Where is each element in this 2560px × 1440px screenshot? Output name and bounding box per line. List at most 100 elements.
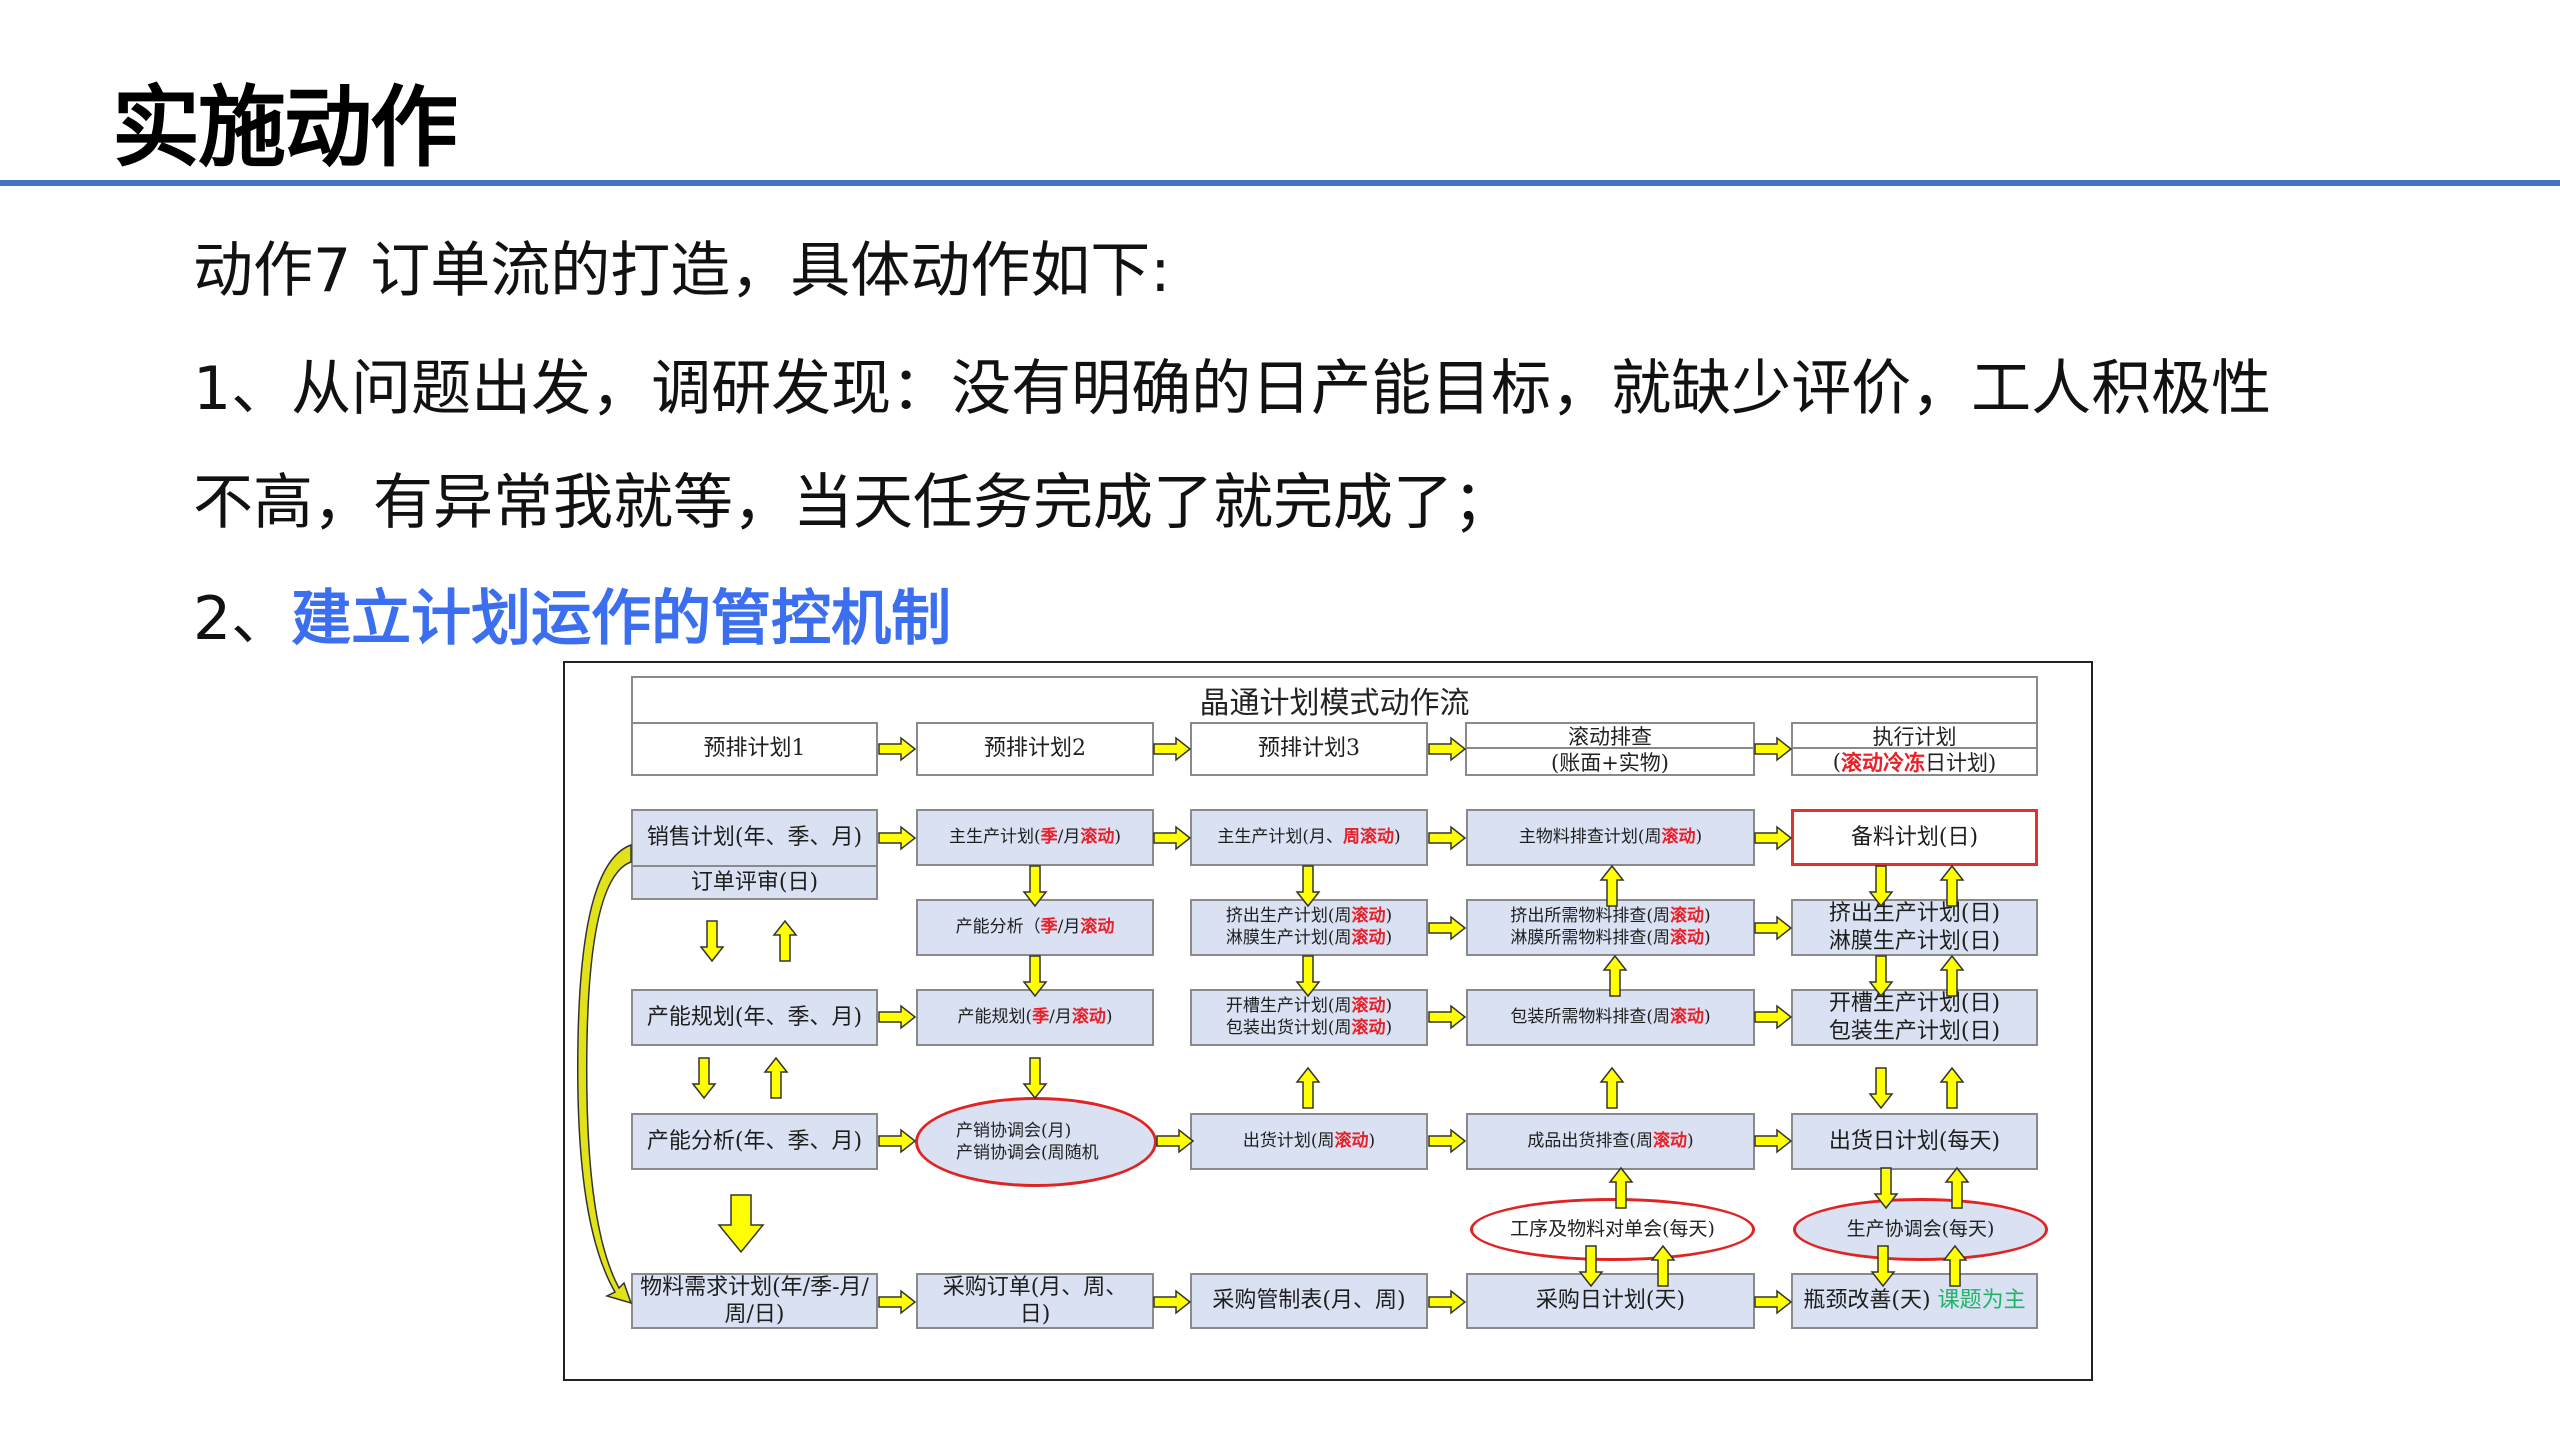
text: 滚动 [1071,1006,1106,1027]
slide-title: 实施动作 [112,76,458,179]
text: 主生产计划( [948,826,1041,847]
text: ) [1704,927,1711,948]
header-execute-plan-title: 执行计划 [1793,724,2036,749]
text: ) [1704,1006,1711,1027]
box-master-production-plan-m: 主生产计划(月、周滚动) [1190,809,1428,866]
box-pack-material-check: 包装所需物料排查(周滚动) [1466,989,1755,1046]
text: 产能规划( [957,1006,1033,1027]
text: 开槽生产计划(周 [1225,996,1352,1017]
text: 瓶颈改善(天) [1803,1288,1931,1314]
text: 滚动 [1080,916,1115,937]
laminate-daily-plan: 淋膜生产计划(日) [1828,928,2001,954]
box-bottleneck-improvement: 瓶颈改善(天) 课题为主 [1791,1273,2038,1329]
point2-number: 2、 [193,584,292,654]
text: 产能分析（ [955,916,1041,937]
text: ) [1368,1130,1376,1151]
header-rolling-check-title: 滚动排查 [1467,724,1753,749]
text: 滚动 [1351,906,1386,927]
topic-text: 课题为主 [1937,1288,2026,1314]
text: 滚动 [1670,927,1704,948]
box-slot-pack-plan: 开槽生产计划(周滚动) 包装出货计划(周滚动) [1190,989,1428,1046]
text: ) [1385,1017,1393,1038]
box-fg-shipping-check: 成品出货排查(周滚动) [1466,1113,1755,1170]
text: 滚动 [1670,1006,1704,1027]
box-purchase-order: 采购订单(月、周、日) [916,1273,1154,1329]
box-shipping-daily-plan: 出货日计划(每天) [1791,1113,2038,1170]
text: ) [1385,996,1393,1017]
text: 出货计划(周 [1242,1130,1335,1151]
extrude-plan-weekly: 挤出生产计划(周滚动) [1226,906,1392,927]
box-slot-pack-daily: 开槽生产计划(日) 包装生产计划(日) [1791,989,2038,1046]
header-preplan-2: 预排计划2 [916,722,1154,776]
box-extrude-laminate-material-check: 挤出所需物料排查(周滚动) 淋膜所需物料排查(周滚动) [1466,899,1755,956]
text: 主物料排查计划(周 [1518,826,1662,847]
box-purchase-daily-plan: 采购日计划(天) [1466,1273,1755,1329]
text: ( [1832,749,1841,774]
title-divider [0,180,2560,186]
text: 滚动 [1351,996,1386,1017]
text: ) [1687,1130,1694,1151]
text: ) [1114,826,1121,847]
text: 滚动 [1351,927,1386,948]
laminate-plan-weekly: 淋膜生产计划(周滚动) [1226,928,1392,949]
text: ) [1385,927,1393,948]
ellipse-sales-production-meeting: 产销协调会(月) 产销协调会(周随机 [915,1097,1157,1187]
header-rolling-check-sub: (账面+实物) [1551,750,1669,775]
box-master-production-plan-q: 主生产计划(季/月滚动) [916,809,1154,866]
text: 挤出生产计划(周 [1225,906,1352,927]
text: 滚动 [1351,1017,1386,1038]
slot-daily-plan: 开槽生产计划(日) [1828,991,2001,1016]
text: 包装出货计划(周 [1225,1017,1352,1038]
text: 包装所需物料排查(周 [1510,1006,1670,1027]
text: 淋膜所需物料排查(周 [1510,927,1670,948]
meeting-weekly: 产销协调会(周随机 [956,1143,1099,1163]
box-capacity-planning-rolling: 产能规划(季/月滚动) [916,989,1154,1046]
box-capacity-analysis: 产能分析(年、季、月) [631,1113,878,1170]
box-capacity-planning: 产能规划(年、季、月) [631,989,878,1046]
text: 滚动 [1334,1130,1369,1151]
box-order-review: 订单评审(日) [631,865,878,900]
box-sales-plan: 销售计划(年、季、月) [631,809,878,867]
text: ) [1394,826,1401,847]
box-material-prep-plan: 备料计划(日) [1791,809,2038,866]
rolling-freeze-text: 滚动冷冻 [1841,749,1925,775]
box-extrude-laminate-daily: 挤出生产计划(日) 淋膜生产计划(日) [1791,899,2038,956]
header-preplan-1: 预排计划1 [631,722,878,776]
text: /月 [1049,1006,1072,1027]
header-execute-plan-sub: (滚动冷冻日计划) [1793,749,2036,775]
text: 季 [1040,826,1058,847]
box-purchase-control: 采购管制表(月、周) [1190,1273,1428,1329]
header-preplan-3: 预排计划3 [1190,722,1428,776]
body-line-intro: 动作7 订单流的打造，具体动作如下: [193,236,1171,306]
text: 成品出货排查(周 [1527,1130,1653,1151]
slot-plan-weekly: 开槽生产计划(周滚动) [1226,996,1392,1017]
text: /月 [1057,916,1081,937]
extrude-daily-plan: 挤出生产计划(日) [1828,901,2001,926]
box-extrude-laminate-plan: 挤出生产计划(周滚动) 淋膜生产计划(周滚动) [1190,899,1428,956]
box-shipping-plan: 出货计划(周滚动) [1190,1113,1428,1170]
box-mrp: 物料需求计划(年/季-月/周/日) [631,1273,878,1329]
text: 挤出所需物料排查(周 [1510,906,1670,927]
body-line-point1: 1、从问题出发，调研发现：没有明确的日产能目标，就缺少评价，工人积极性 [193,354,2272,424]
text: 滚动 [1080,826,1115,847]
laminate-material-check: 淋膜所需物料排查(周滚动) [1510,928,1710,949]
header-rolling-check: 滚动排查 (账面+实物) [1465,722,1755,776]
box-main-material-check: 主物料排查计划(周滚动) [1466,809,1755,866]
text: /月 [1057,826,1081,847]
header-execute-plan: 执行计划 (滚动冷冻日计划) [1791,722,2038,776]
ellipse-production-coordination-meeting: 生产协调会(每天) [1793,1198,2048,1261]
text: 季 [1032,1006,1050,1027]
text: 滚动 [1670,906,1704,927]
text: 周滚动 [1343,826,1394,847]
pack-daily-plan: 包装生产计划(日) [1828,1018,2001,1044]
meeting-monthly: 产销协调会(月) [956,1120,1072,1141]
text: ) [1385,906,1393,927]
text: 季 [1040,916,1058,937]
text: 日计划) [1925,750,1997,775]
body-line-point2: 2、建立计划运作的管控机制 [193,584,951,654]
body-line-point1-cont: 不高，有异常我就等，当天任务完成了就完成了； [193,468,1513,538]
text: ) [1704,906,1711,927]
pack-ship-plan-weekly: 包装出货计划(周滚动) [1226,1018,1392,1039]
text: ) [1105,1006,1113,1027]
point2-heading: 建立计划运作的管控机制 [291,584,952,654]
